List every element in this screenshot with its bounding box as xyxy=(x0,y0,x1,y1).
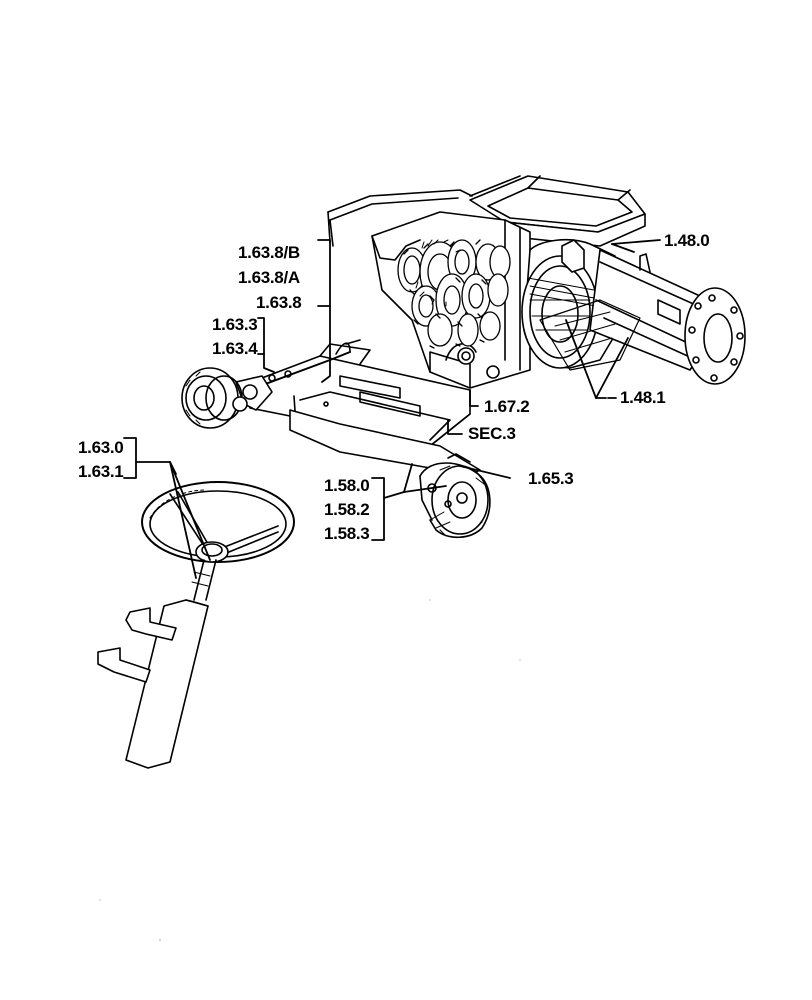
callout-1-48-0: 1.48.0 xyxy=(664,231,710,250)
callout-1-63-4: 1.63.4 xyxy=(212,339,258,358)
callout-1-48-1: 1.48.1 xyxy=(620,388,666,407)
transmission-housing xyxy=(328,176,645,388)
callout-1-63-1: 1.63.1 xyxy=(78,462,124,481)
rear-axle-housing xyxy=(522,240,745,384)
callout-1-67-2: 1.67.2 xyxy=(484,397,530,416)
callout-1-63-3: 1.63.3 xyxy=(212,315,258,334)
front-right-hub xyxy=(420,454,490,537)
callout-1-58-0: 1.58.0 xyxy=(324,476,370,495)
steering-assembly xyxy=(98,482,294,768)
callout-1-63-8b: 1.63.8/B xyxy=(238,243,300,262)
callout-1-58-3: 1.58.3 xyxy=(324,524,370,543)
front-axle-frame xyxy=(236,340,480,480)
callout-1-63-8: 1.63.8 xyxy=(256,293,302,312)
leader-lines xyxy=(124,240,660,578)
front-left-hub xyxy=(182,368,247,428)
callout-1-65-3: 1.65.3 xyxy=(528,469,574,488)
scan-specks xyxy=(99,599,521,941)
callout-1-63-8a: 1.63.8/A xyxy=(238,268,300,287)
callout-sec-3: SEC.3 xyxy=(468,424,516,443)
callout-1-63-0: 1.63.0 xyxy=(78,438,124,457)
callout-1-58-2: 1.58.2 xyxy=(324,500,370,519)
